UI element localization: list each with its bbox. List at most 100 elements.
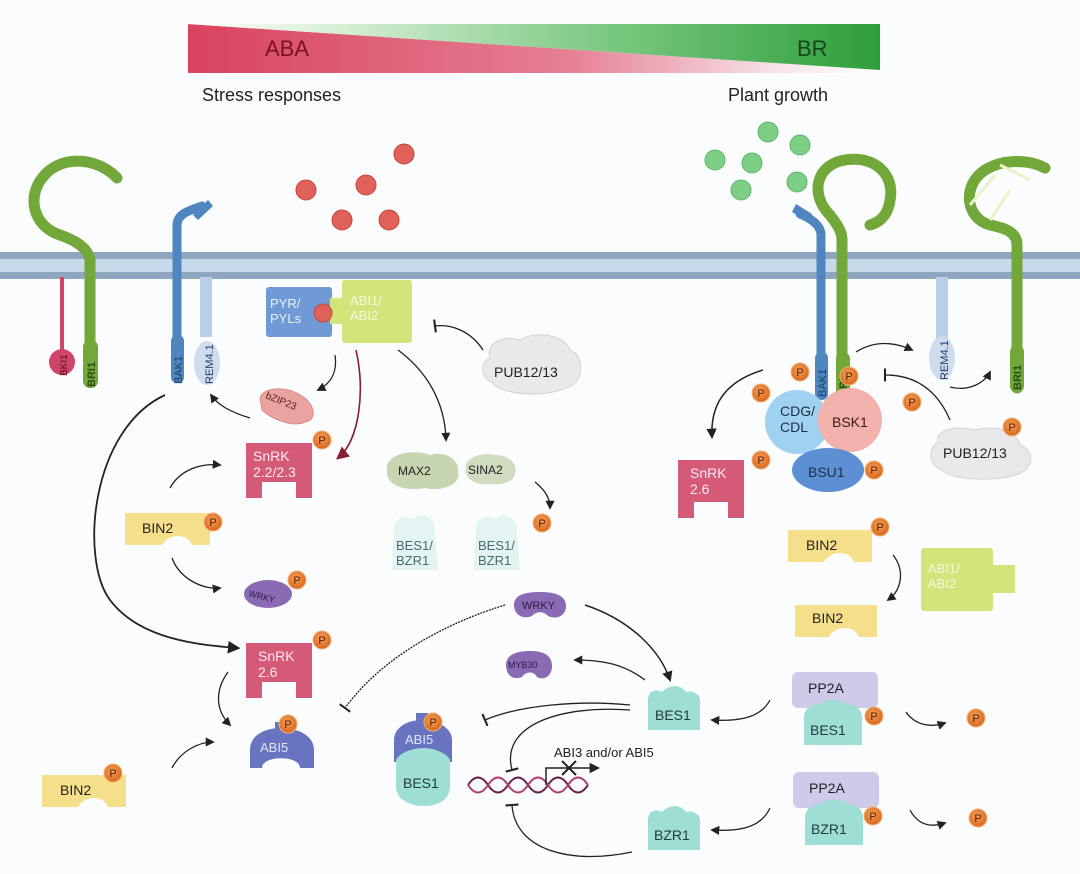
phosphate-icon [863, 806, 883, 826]
bes1-bzr1-degraded-b: BES1/BZR1 [474, 515, 520, 570]
bzr1-mid: BZR1 [648, 806, 700, 850]
abi5-label: ABI5 [260, 740, 288, 755]
pub-label: PUB12/13 [494, 364, 558, 380]
br-label: BR [797, 36, 828, 61]
label-line: BZR1 [396, 553, 429, 568]
bri1-kinase [83, 340, 98, 388]
aba-molecule [295, 179, 317, 201]
myb30: MYB30 [506, 651, 552, 679]
phosphate-label: P [538, 518, 545, 530]
arrow-pyr-to-bzip [316, 354, 337, 391]
sina2-label: SINA2 [468, 463, 503, 477]
phosphate-label: P [870, 465, 877, 477]
br-molecule [789, 134, 811, 156]
phosphate-icon [864, 706, 884, 726]
right-rem41: REM4.1 [929, 277, 955, 380]
arrow-bin2-to-wrky [171, 557, 222, 594]
label-line: PYLs [270, 311, 302, 326]
pp2a-label: PP2A [809, 780, 845, 796]
left-bri1-receptor: BRI1 [28, 155, 123, 388]
phosphate-label: P [429, 717, 436, 729]
label-line: ABI2 [350, 308, 378, 323]
arrow-bak1-to-snrk26-right [706, 369, 764, 440]
hormone-gradient-bar: ABA BR Stress responses Plant growth [188, 24, 880, 105]
phosphate-label: P [293, 575, 300, 587]
bzr1-label: BZR1 [811, 821, 847, 837]
bri1-label: BRI1 [86, 362, 98, 387]
phosphate-icon [902, 392, 922, 412]
wrky-label: WRKY [522, 600, 556, 612]
blocked-x-icon [561, 760, 577, 776]
bak1-label: BAK1 [173, 356, 185, 384]
bin2-label: BIN2 [142, 520, 173, 536]
label-line: 2.2/2.3 [253, 464, 296, 480]
aba-molecule [355, 174, 377, 196]
right-bak1-receptor: BAK1 [792, 204, 829, 400]
rem41-label: REM4.1 [939, 340, 951, 380]
abi1-abi2-right: ABI1/ABI2 [921, 548, 1015, 611]
aba-molecule [331, 209, 353, 231]
sina2: SINA2 [465, 454, 516, 485]
abi5-bes1-complex: ABI5 BES1 [394, 713, 452, 806]
pp2a-label: PP2A [808, 680, 844, 696]
aba-gradient [188, 24, 880, 73]
phosphate-label: P [796, 367, 803, 379]
br-molecule [757, 121, 779, 143]
abi1-abi2 [342, 280, 412, 343]
phosphate-icon [790, 362, 810, 382]
phosphate-label: P [908, 397, 915, 409]
promoter-label: ABI3 and/or ABI5 [554, 745, 654, 760]
bes1-label: BES1 [655, 707, 691, 723]
phosphate-label: P [209, 517, 216, 529]
label-line: CDL [780, 419, 808, 435]
phosphate-label: P [318, 635, 325, 647]
phosphate-label: P [974, 813, 981, 825]
bki1-head [49, 349, 75, 375]
br-gradient [188, 24, 880, 70]
bin2-label: BIN2 [812, 610, 843, 626]
arrow-snrk26-to-abi5 [217, 671, 232, 727]
inhibit-bes1-to-dna [505, 708, 631, 773]
bki1-label: BKI1 [59, 354, 70, 376]
aba-label: ABA [265, 36, 309, 61]
pub-label: PUB12/13 [943, 445, 1007, 461]
arrow-bin2-cycle [886, 554, 902, 602]
bin2-label: BIN2 [806, 537, 837, 553]
bak1-kinase [171, 335, 184, 383]
phosphate-icon [312, 630, 332, 650]
bes1-bzr1-degraded-a: BES1/BZR1 [392, 515, 438, 570]
br-ligands [704, 121, 811, 201]
phosphate-label: P [870, 711, 877, 723]
phosphate-icon [103, 763, 123, 783]
phosphate-icon [312, 430, 332, 450]
phosphate-icon [1002, 417, 1022, 437]
pyr-pyls [266, 287, 332, 337]
pathway-arrows [93, 319, 991, 858]
label-line: ABI2 [928, 576, 956, 591]
bin2-bottom: BIN2 [42, 775, 126, 807]
arrow-wrky-to-bes1 [584, 604, 673, 682]
br-signaling-complex: CDG/CDL BSK1 BSU1 [765, 388, 882, 492]
abi5-label: ABI5 [405, 732, 433, 747]
phosphate-label: P [757, 455, 764, 467]
phosphate-icon [839, 366, 859, 386]
inhibit-bzr1-to-dna [505, 803, 633, 858]
phosphate-icon [287, 570, 307, 590]
stress-responses-caption: Stress responses [202, 85, 341, 105]
phosphate-icon [864, 460, 884, 480]
phosphate-label: P [318, 435, 325, 447]
phosphate-label: P [284, 719, 291, 731]
phosphate-icon [532, 513, 552, 533]
bsu1 [792, 448, 864, 492]
bin2-left: BIN2 [125, 513, 210, 545]
phosphate-icon [751, 383, 771, 403]
arrow-pp2a-bzr1-dephos [909, 809, 947, 830]
bes-bzr-label: BES1/BZR1 [396, 538, 433, 568]
arrow-bzip-to-rem [209, 393, 251, 419]
arrow-pp2a-bes1-dephos [905, 711, 947, 730]
